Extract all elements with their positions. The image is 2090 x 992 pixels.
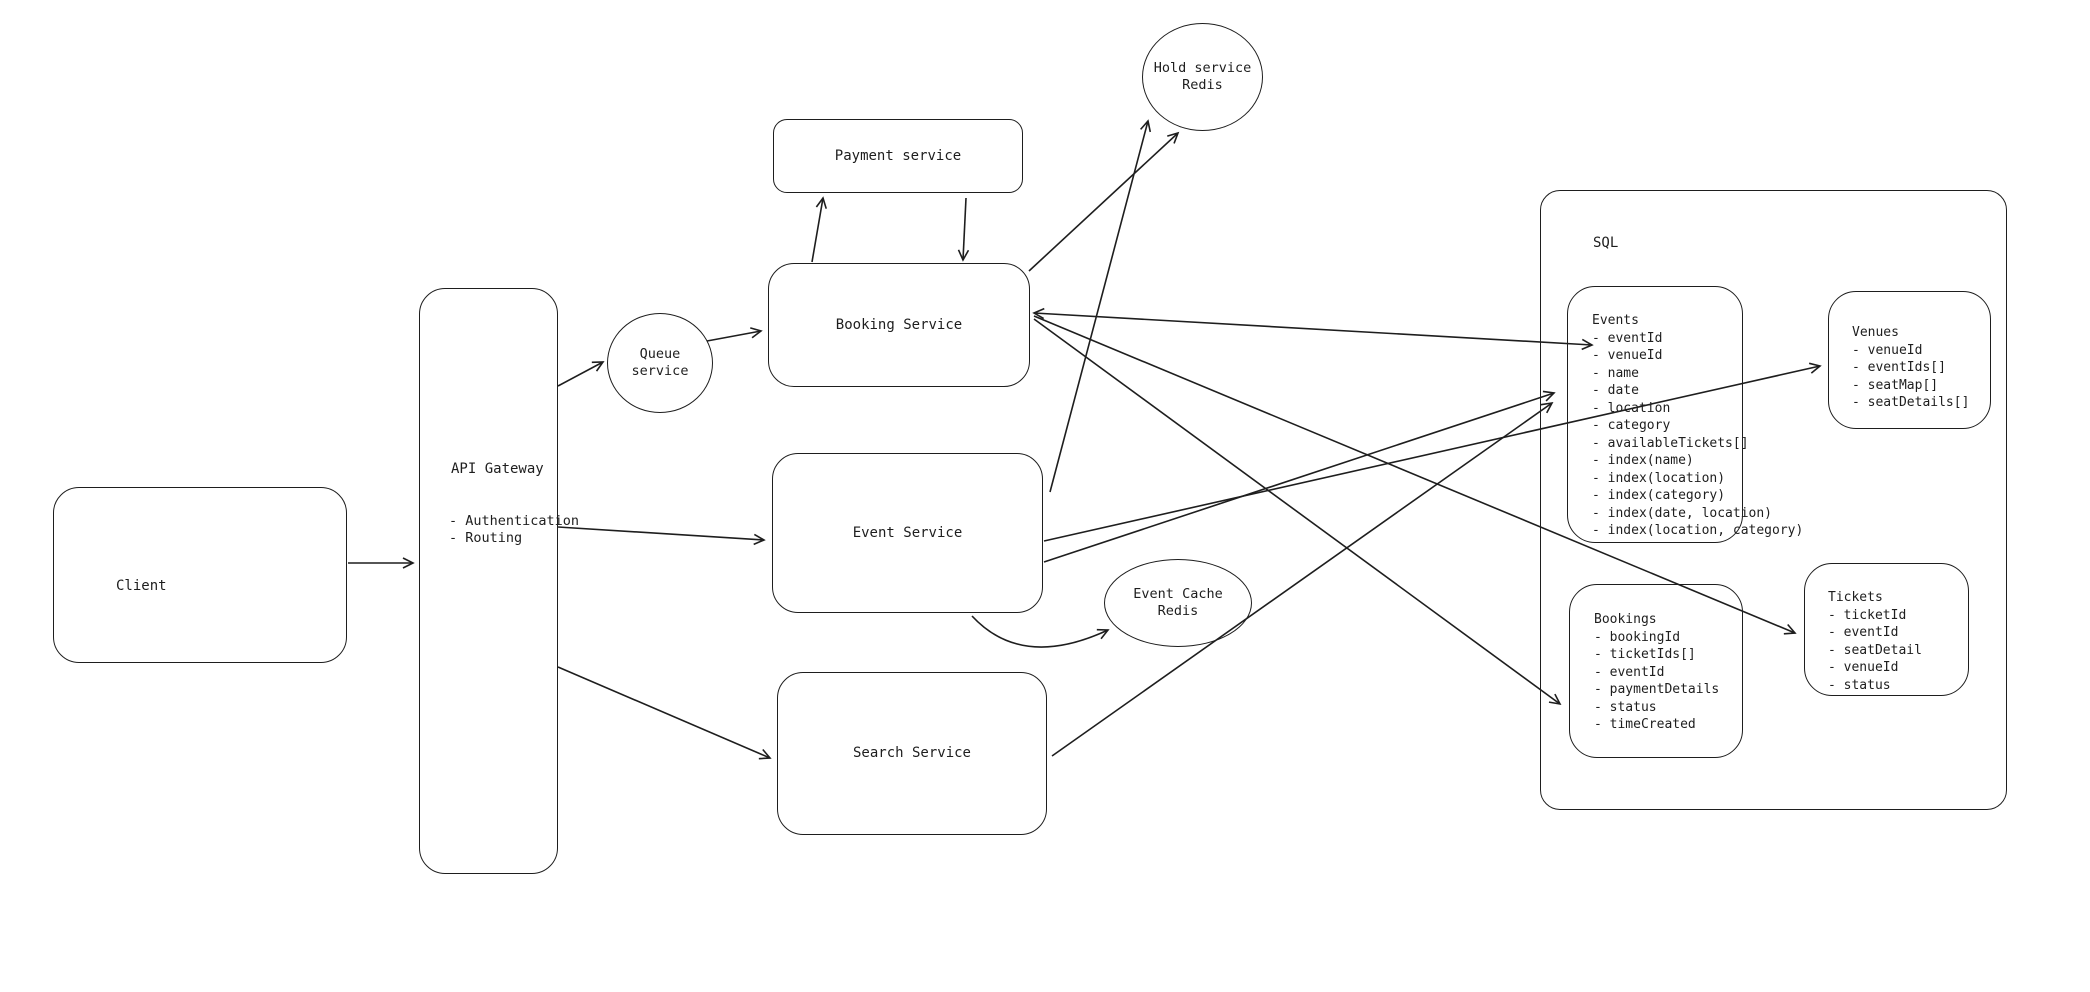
field-line: - name (1592, 365, 1639, 381)
payment-service-label: Payment service (834, 147, 962, 164)
field-line: - Authentication (449, 513, 580, 529)
arrow-gateway-to-queue[interactable] (557, 361, 605, 387)
sql-label: SQL (1593, 235, 1619, 251)
client-label: Client (116, 578, 167, 594)
arrow-gateway-to-search[interactable] (557, 666, 772, 760)
field-line: - timeCreated (1594, 717, 1696, 732)
node-sql-venues[interactable]: Venues - venueId- eventIds[]- seatMap[]-… (1828, 291, 1991, 429)
field-line: - paymentDetails (1594, 682, 1720, 697)
node-sql-events[interactable]: Events - eventId- venueId- name- date- l… (1567, 286, 1803, 543)
event-cache-label-line2: Redis (1157, 603, 1199, 619)
node-booking-service[interactable]: Booking Service (768, 263, 1030, 387)
queue-service-label-line1: Queue (639, 346, 681, 362)
events-title: Events (1592, 313, 1639, 328)
event-service-label: Event Service (852, 524, 963, 541)
api-gateway-items: - Authentication- Routing (449, 513, 579, 547)
node-api-gateway[interactable]: API Gateway - Authentication- Routing (419, 288, 579, 874)
events-fields: - eventId- venueId- name- date- location… (1592, 330, 1803, 540)
tickets-title: Tickets (1828, 590, 1883, 605)
arrow-booking-to-tickets-table[interactable] (1033, 315, 1797, 635)
node-hold-service-redis[interactable]: Hold service Redis (1142, 23, 1263, 131)
field-line: - eventId (1592, 330, 1663, 346)
event-cache-label-line1: Event Cache (1133, 586, 1223, 602)
field-line: - index(location) (1592, 470, 1726, 486)
node-payment-service[interactable]: Payment service (773, 119, 1023, 193)
venues-fields: - venueId - eventIds[] - seatMap[] - seatDe… (1852, 342, 1969, 412)
field-line: - venueId (1592, 348, 1663, 363)
field-line: - seatDetails[] (1852, 395, 1970, 410)
field-line: - ticketIds[] (1594, 647, 1696, 662)
hold-redis-label-line1: Hold service (1153, 60, 1252, 76)
field-line: - venueId (1852, 342, 1923, 358)
field-line: - seatDetail (1828, 642, 1922, 658)
arrow-booking-to-hold-redis[interactable] (1028, 131, 1180, 272)
field-line: - bookingId (1594, 629, 1681, 645)
bookings-title: Bookings (1594, 612, 1657, 627)
arrow-booking-to-bookings-table[interactable] (1033, 318, 1562, 706)
arrow-event-to-event-cache[interactable] (971, 615, 1110, 648)
tickets-fields: - ticketId - eventId - seatDetail - venueId… (1828, 607, 1922, 695)
search-service-label: Search Service (852, 745, 971, 761)
arrow-event-to-venues-table[interactable] (1043, 362, 1822, 542)
arrow-event-to-events-table[interactable] (1043, 390, 1556, 563)
node-sql-tickets[interactable]: Tickets - ticketId- eventId- seatDetail-… (1804, 563, 1969, 696)
field-line: - index(category) (1592, 488, 1726, 503)
node-queue-service[interactable]: Queue service (607, 313, 713, 413)
arrow-booking-to-payment[interactable] (811, 196, 827, 263)
field-line: - index(location, category) (1592, 523, 1804, 538)
field-line: - venueId (1828, 660, 1899, 675)
arrow-gateway-to-event[interactable] (557, 526, 766, 546)
field-line: - eventId (1594, 664, 1665, 680)
node-sql-bookings[interactable]: Bookings - bookingId - ticketIds[] - event… (1569, 584, 1743, 758)
field-line: - status (1828, 677, 1891, 693)
field-line: - availableTickets[] (1592, 435, 1749, 451)
arrow-booking-to-events-table[interactable] (1032, 307, 1594, 351)
arrow-queue-to-booking[interactable] (706, 327, 763, 342)
hold-redis-label-line2: Redis (1182, 77, 1223, 93)
field-line: - index(name) (1592, 453, 1694, 468)
field-line: - category (1592, 418, 1671, 433)
node-client[interactable]: Client (53, 487, 347, 663)
arrow-payment-to-booking[interactable] (957, 197, 970, 262)
field-line: - seatMap[] (1852, 377, 1939, 393)
node-sql-container[interactable]: SQL Events - eventId - venueId - name - dat… (1540, 190, 2007, 810)
field-line: - eventIds[] (1852, 360, 1946, 375)
field-line: - eventId (1828, 625, 1899, 640)
queue-service-label-line2: service (631, 363, 689, 379)
field-line: - index(date, location) (1592, 505, 1773, 521)
arrow-event-to-hold-redis[interactable] (1049, 119, 1152, 493)
bookings-fields: - bookingId - ticketIds[] - eventId - payme… (1594, 629, 1719, 734)
venues-title: Venues (1852, 325, 1899, 340)
field-line: - status (1594, 699, 1657, 715)
arrow-search-to-events-table[interactable] (1051, 401, 1554, 757)
node-event-cache-redis[interactable]: Event Cache Redis (1104, 559, 1252, 647)
field-line: - ticketId (1828, 607, 1907, 623)
api-gateway-title: API Gateway (451, 461, 544, 477)
node-event-service[interactable]: Event Service (772, 453, 1043, 613)
booking-service-label: Booking Service (835, 316, 963, 333)
node-search-service[interactable]: Search Service (777, 672, 1047, 835)
field-line: - Routing (449, 530, 523, 546)
field-line: - date (1592, 383, 1639, 398)
